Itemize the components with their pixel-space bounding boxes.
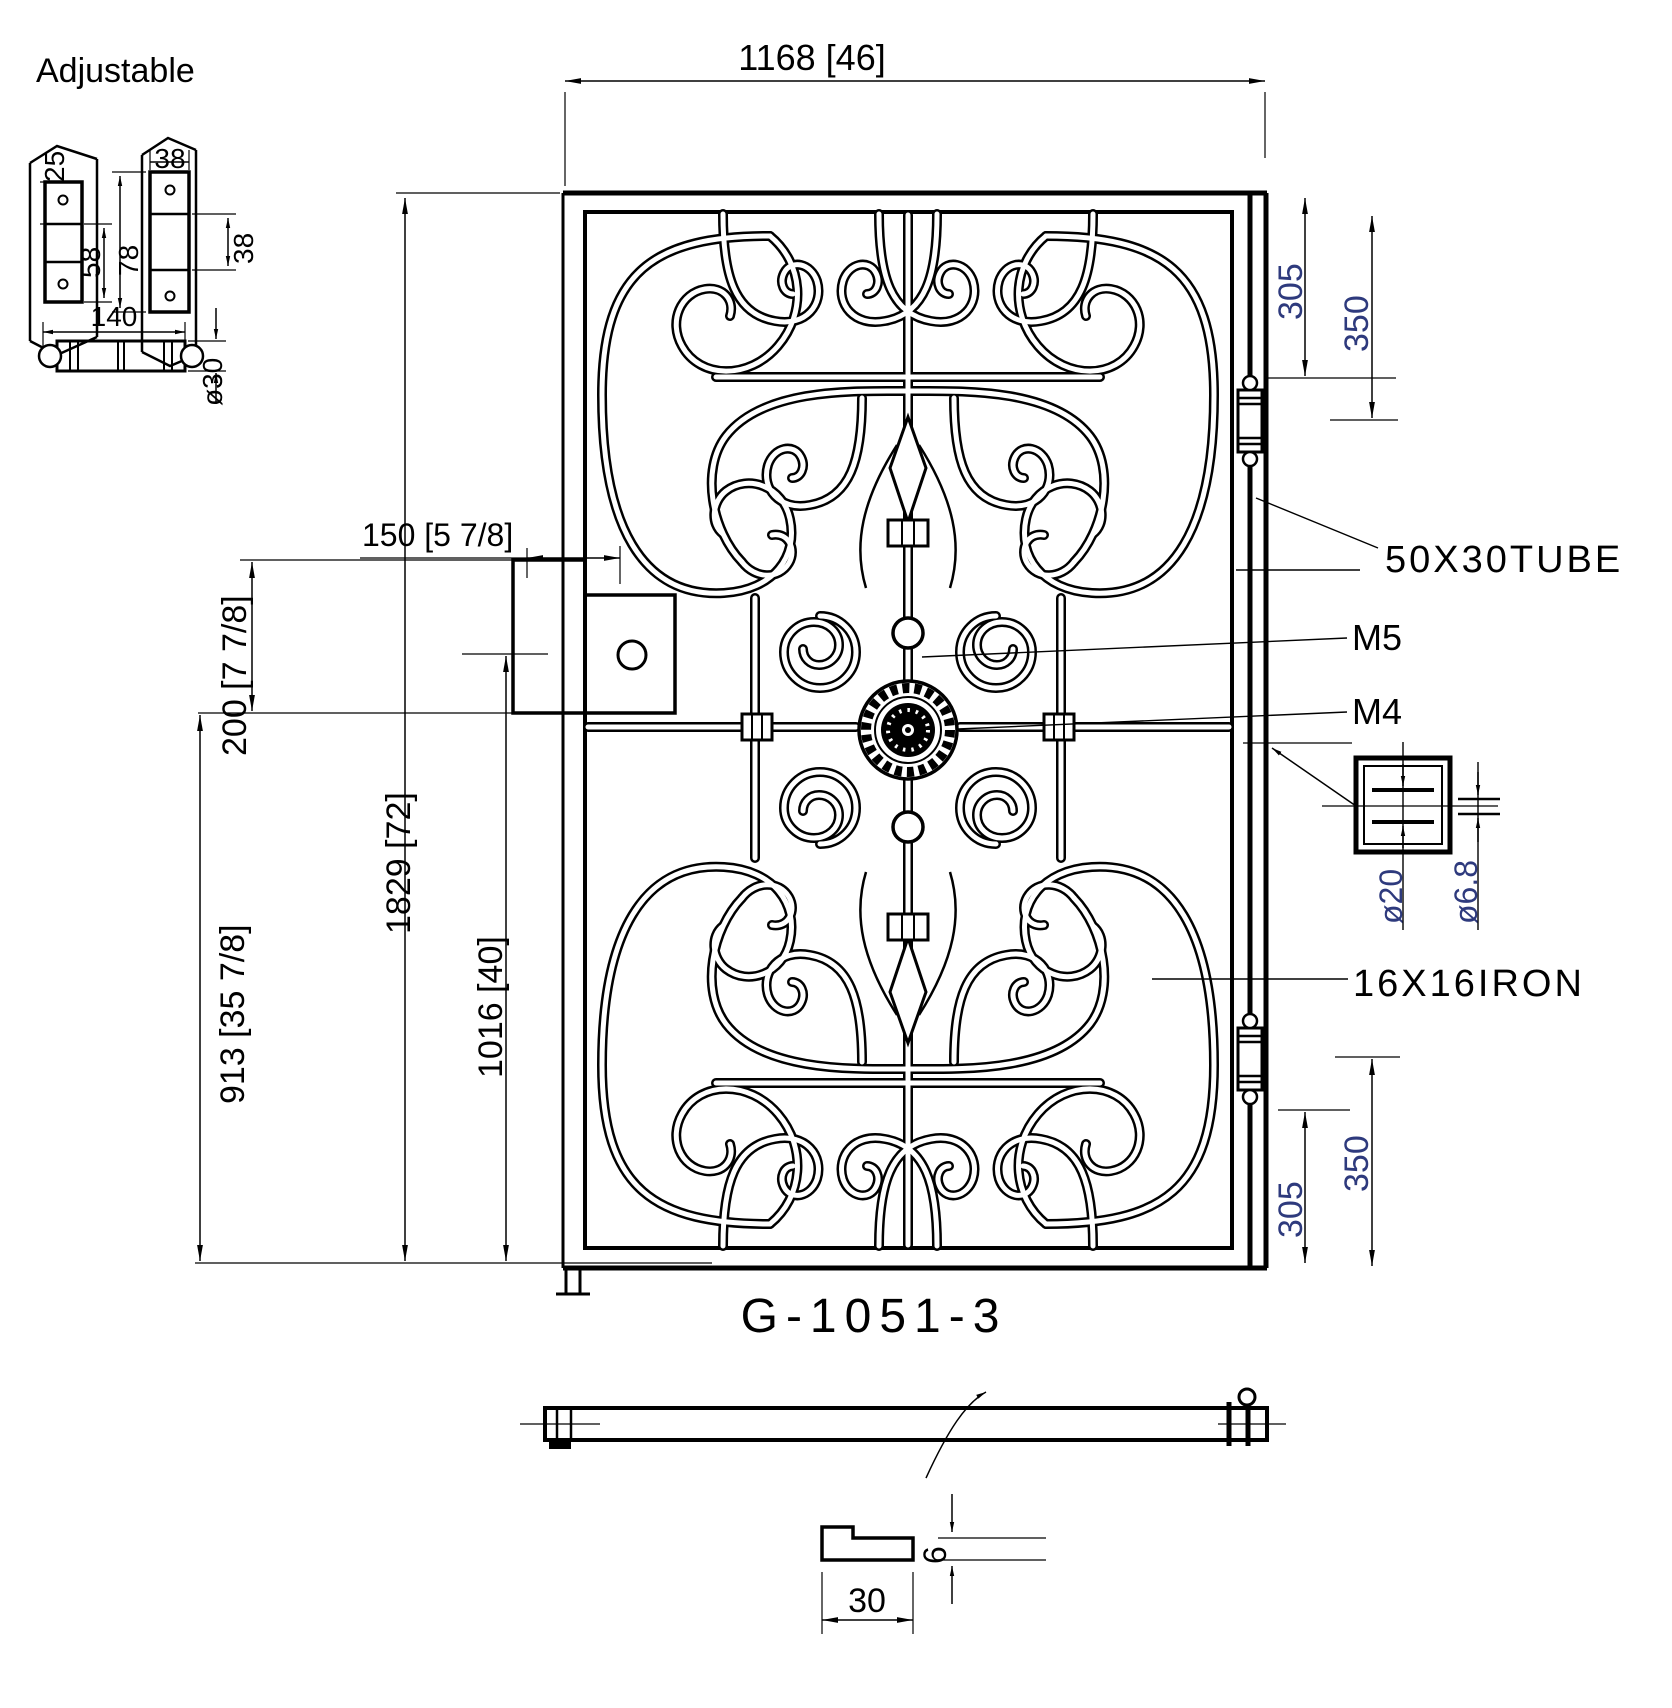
label-infill-bar: 16X16IRON bbox=[1353, 963, 1585, 1005]
hinge-side-plate bbox=[43, 180, 84, 304]
label-bolt-m4: M4 bbox=[1352, 691, 1402, 732]
label-bolt-m5: M5 bbox=[1352, 617, 1402, 658]
hinge-top bbox=[1236, 374, 1264, 468]
dim-lock-box-height: 200 [7 7/8] bbox=[216, 595, 254, 756]
axis-bead bbox=[891, 810, 925, 844]
dim-hole-size: ø6.8 bbox=[1448, 860, 1484, 924]
dim-hinge-top-305: 305 bbox=[1272, 263, 1310, 320]
hinge-hole bbox=[57, 278, 69, 290]
dim-barrel-diameter: ø30 bbox=[197, 358, 228, 406]
swing-arrow bbox=[925, 1391, 987, 1479]
dim-hinge-plate-top: 25 bbox=[39, 151, 70, 182]
tube-section-detail: ø20 ø6.8 bbox=[1243, 742, 1500, 930]
dimension-annotations: 1168 [46] 150 [5 7/8] 200 [7 7/8] 1829 [… bbox=[195, 37, 1400, 1266]
callout-labels: 50X30TUBE M5 M4 16X16IRON bbox=[921, 497, 1623, 1005]
dim-hinge-bottom-350: 350 bbox=[1338, 1135, 1376, 1192]
plan-view bbox=[520, 1387, 1286, 1479]
adjustable-label: Adjustable bbox=[36, 52, 195, 90]
dim-stop-thickness: 6 bbox=[917, 1546, 953, 1564]
hinge-hole bbox=[164, 290, 176, 302]
clamp-collars bbox=[740, 518, 1076, 942]
dim-handle-height: 1016 [40] bbox=[472, 936, 510, 1078]
dim-hinge-plate-height: 78 bbox=[113, 245, 144, 276]
diamond-finial bbox=[888, 412, 928, 527]
hinge-bottom bbox=[1236, 1012, 1264, 1106]
adjustable-hinge-detail: Adjustable 25 58 38 78 38 bbox=[28, 52, 259, 406]
dim-hinge-plate-width: 38 bbox=[154, 143, 185, 174]
dim-overall-width: 1168 [46] bbox=[738, 37, 885, 78]
gate-elevation bbox=[511, 190, 1269, 1296]
hinge-hole bbox=[57, 194, 69, 206]
diamond-finial bbox=[888, 933, 928, 1048]
dim-hinge-bottom-305: 305 bbox=[1272, 1181, 1310, 1238]
dim-hinge-top-350: 350 bbox=[1338, 295, 1376, 352]
dim-bar-size: ø20 bbox=[1373, 869, 1409, 924]
label-frame-tube: 50X30TUBE bbox=[1385, 539, 1623, 581]
hinge-front-plate bbox=[148, 170, 191, 314]
dim-below-lock: 913 [35 7/8] bbox=[214, 924, 252, 1104]
dim-hinge-plate-mid: 58 bbox=[75, 247, 106, 278]
dim-latch-offset: 150 [5 7/8] bbox=[362, 517, 513, 553]
rosette-medallion bbox=[857, 679, 959, 781]
lock-hole bbox=[616, 639, 648, 671]
dim-stop-width: 30 bbox=[848, 1582, 886, 1620]
pivot-pin bbox=[1237, 1387, 1257, 1407]
ornamental-scrollwork bbox=[588, 214, 1229, 1246]
dim-hinge-plate-mid-front: 38 bbox=[228, 233, 259, 264]
dim-barrel-length: 140 bbox=[91, 301, 138, 332]
stop-detail: 6 30 bbox=[820, 1494, 1046, 1634]
axis-bead bbox=[891, 616, 925, 650]
drawing-number: G-1051-3 bbox=[741, 1290, 1008, 1343]
latch-stop bbox=[549, 1440, 571, 1449]
hinge-hole bbox=[164, 184, 176, 196]
dim-overall-height: 1829 [72] bbox=[380, 792, 418, 934]
lock-box bbox=[511, 558, 677, 715]
